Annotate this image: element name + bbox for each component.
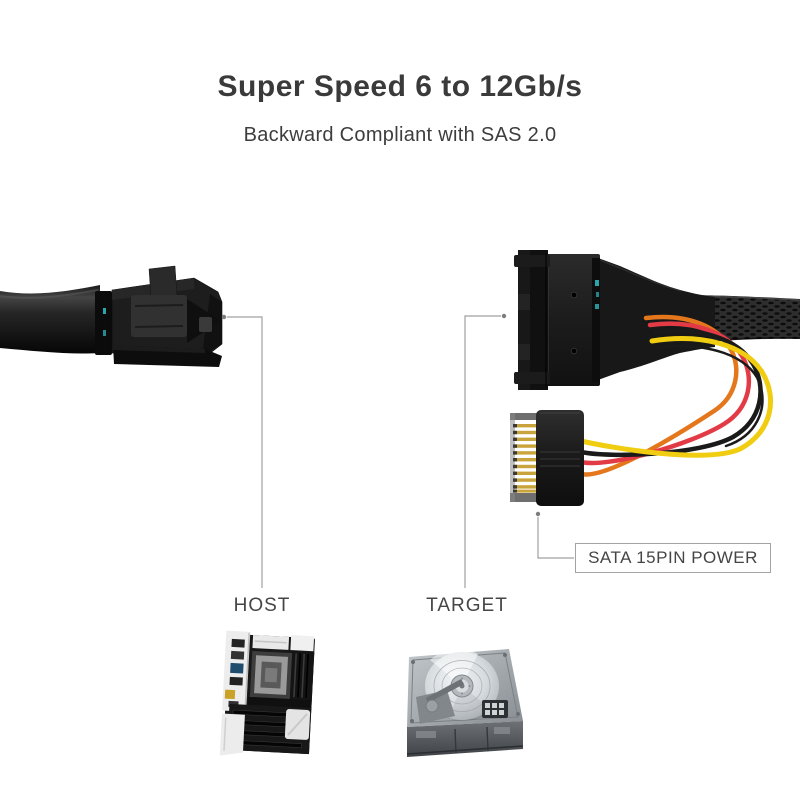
- wire-yellow: [578, 336, 774, 458]
- sata-power-label-box: SATA 15PIN POWER: [575, 543, 771, 573]
- sata-power-wires: [578, 314, 774, 477]
- sata-power-connector-graphic: [510, 410, 584, 506]
- wire-black-thin: [654, 345, 764, 448]
- teal-accent: [103, 308, 106, 314]
- target-label: TARGET: [426, 595, 508, 616]
- teal-accent: [595, 304, 599, 309]
- sata-power-callout-line: [535, 511, 574, 559]
- motherboard-graphic: [219, 630, 315, 756]
- hdd-graphic: [406, 649, 524, 757]
- host-cable-sleeve: [0, 285, 100, 354]
- teal-accent: [595, 280, 599, 286]
- sata-pins: [513, 424, 536, 493]
- sata-power-label: SATA 15PIN POWER: [588, 548, 758, 567]
- mini-sas-connector-graphic: [0, 265, 223, 367]
- page-subtitle: Backward Compliant with SAS 2.0: [243, 124, 557, 146]
- host-callout-line: [221, 314, 263, 588]
- target-callout-line: [464, 313, 507, 588]
- callout-lines: [221, 313, 574, 588]
- u2-connector-graphic: [514, 250, 800, 390]
- page-title: Super Speed 6 to 12Gb/s: [217, 70, 583, 103]
- host-label: HOST: [233, 595, 291, 616]
- teal-accent: [596, 292, 599, 297]
- teal-accent: [103, 330, 106, 336]
- wire-black: [578, 328, 763, 458]
